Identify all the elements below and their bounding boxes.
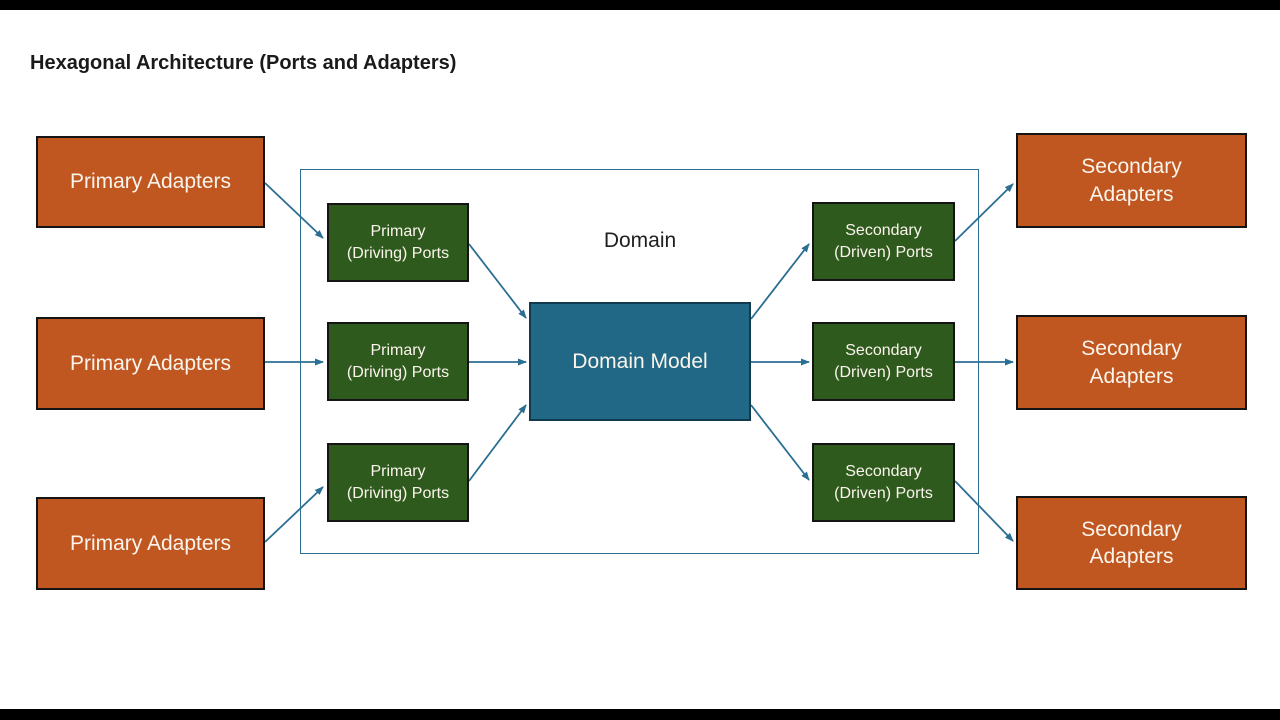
secondary-adapter-1: Secondary Adapters bbox=[1016, 133, 1247, 228]
arrow-primary-port-1-to-domain-model bbox=[468, 243, 527, 319]
secondary-adapter-1-label: Secondary Adapters bbox=[1081, 155, 1182, 206]
arrow-secondary-port-1-to-adapter-1 bbox=[954, 183, 1014, 242]
primary-port-1: Primary (Driving) Ports bbox=[327, 203, 469, 282]
arrow-primary-adapter-1-to-port-1 bbox=[264, 182, 324, 239]
secondary-adapter-2-label: Secondary Adapters bbox=[1081, 337, 1182, 388]
secondary-port-1-label: Secondary (Driven) Ports bbox=[834, 221, 933, 261]
primary-adapter-1-label: Primary Adapters bbox=[69, 170, 232, 194]
arrow-domain-model-to-secondary-port-3 bbox=[750, 404, 810, 481]
secondary-port-2-label: Secondary (Driven) Ports bbox=[834, 341, 933, 381]
secondary-adapter-3: Secondary Adapters bbox=[1016, 496, 1247, 590]
secondary-adapter-2: Secondary Adapters bbox=[1016, 315, 1247, 410]
secondary-port-1: Secondary (Driven) Ports bbox=[812, 202, 955, 281]
letterbox-bottom bbox=[0, 709, 1280, 720]
primary-adapter-2-label: Primary Adapters bbox=[69, 351, 232, 375]
primary-adapter-2: Primary Adapters bbox=[36, 317, 265, 410]
domain-model-label: Domain Model bbox=[572, 349, 708, 373]
primary-port-1-label: Primary (Driving) Ports bbox=[346, 222, 450, 262]
primary-adapter-1: Primary Adapters bbox=[36, 136, 265, 228]
letterbox-top bbox=[0, 0, 1280, 10]
secondary-port-2: Secondary (Driven) Ports bbox=[812, 322, 955, 401]
domain-label: Domain bbox=[603, 229, 677, 252]
domain-model: Domain Model bbox=[529, 302, 751, 421]
diagram-title: Hexagonal Architecture (Ports and Adapte… bbox=[30, 52, 457, 74]
primary-port-3: Primary (Driving) Ports bbox=[327, 443, 469, 522]
arrow-secondary-port-3-to-adapter-3 bbox=[954, 480, 1014, 542]
secondary-adapter-3-label: Secondary Adapters bbox=[1081, 517, 1182, 568]
primary-adapter-3-label: Primary Adapters bbox=[69, 531, 232, 555]
arrow-primary-adapter-3-to-port-3 bbox=[264, 486, 324, 543]
primary-adapter-3: Primary Adapters bbox=[36, 497, 265, 590]
arrow-primary-port-3-to-domain-model bbox=[468, 404, 527, 482]
secondary-port-3-label: Secondary (Driven) Ports bbox=[834, 462, 933, 502]
primary-port-2-label: Primary (Driving) Ports bbox=[346, 341, 450, 381]
arrow-domain-model-to-secondary-port-1 bbox=[750, 243, 810, 320]
secondary-port-3: Secondary (Driven) Ports bbox=[812, 443, 955, 522]
primary-port-3-label: Primary (Driving) Ports bbox=[346, 462, 450, 502]
primary-port-2: Primary (Driving) Ports bbox=[327, 322, 469, 401]
